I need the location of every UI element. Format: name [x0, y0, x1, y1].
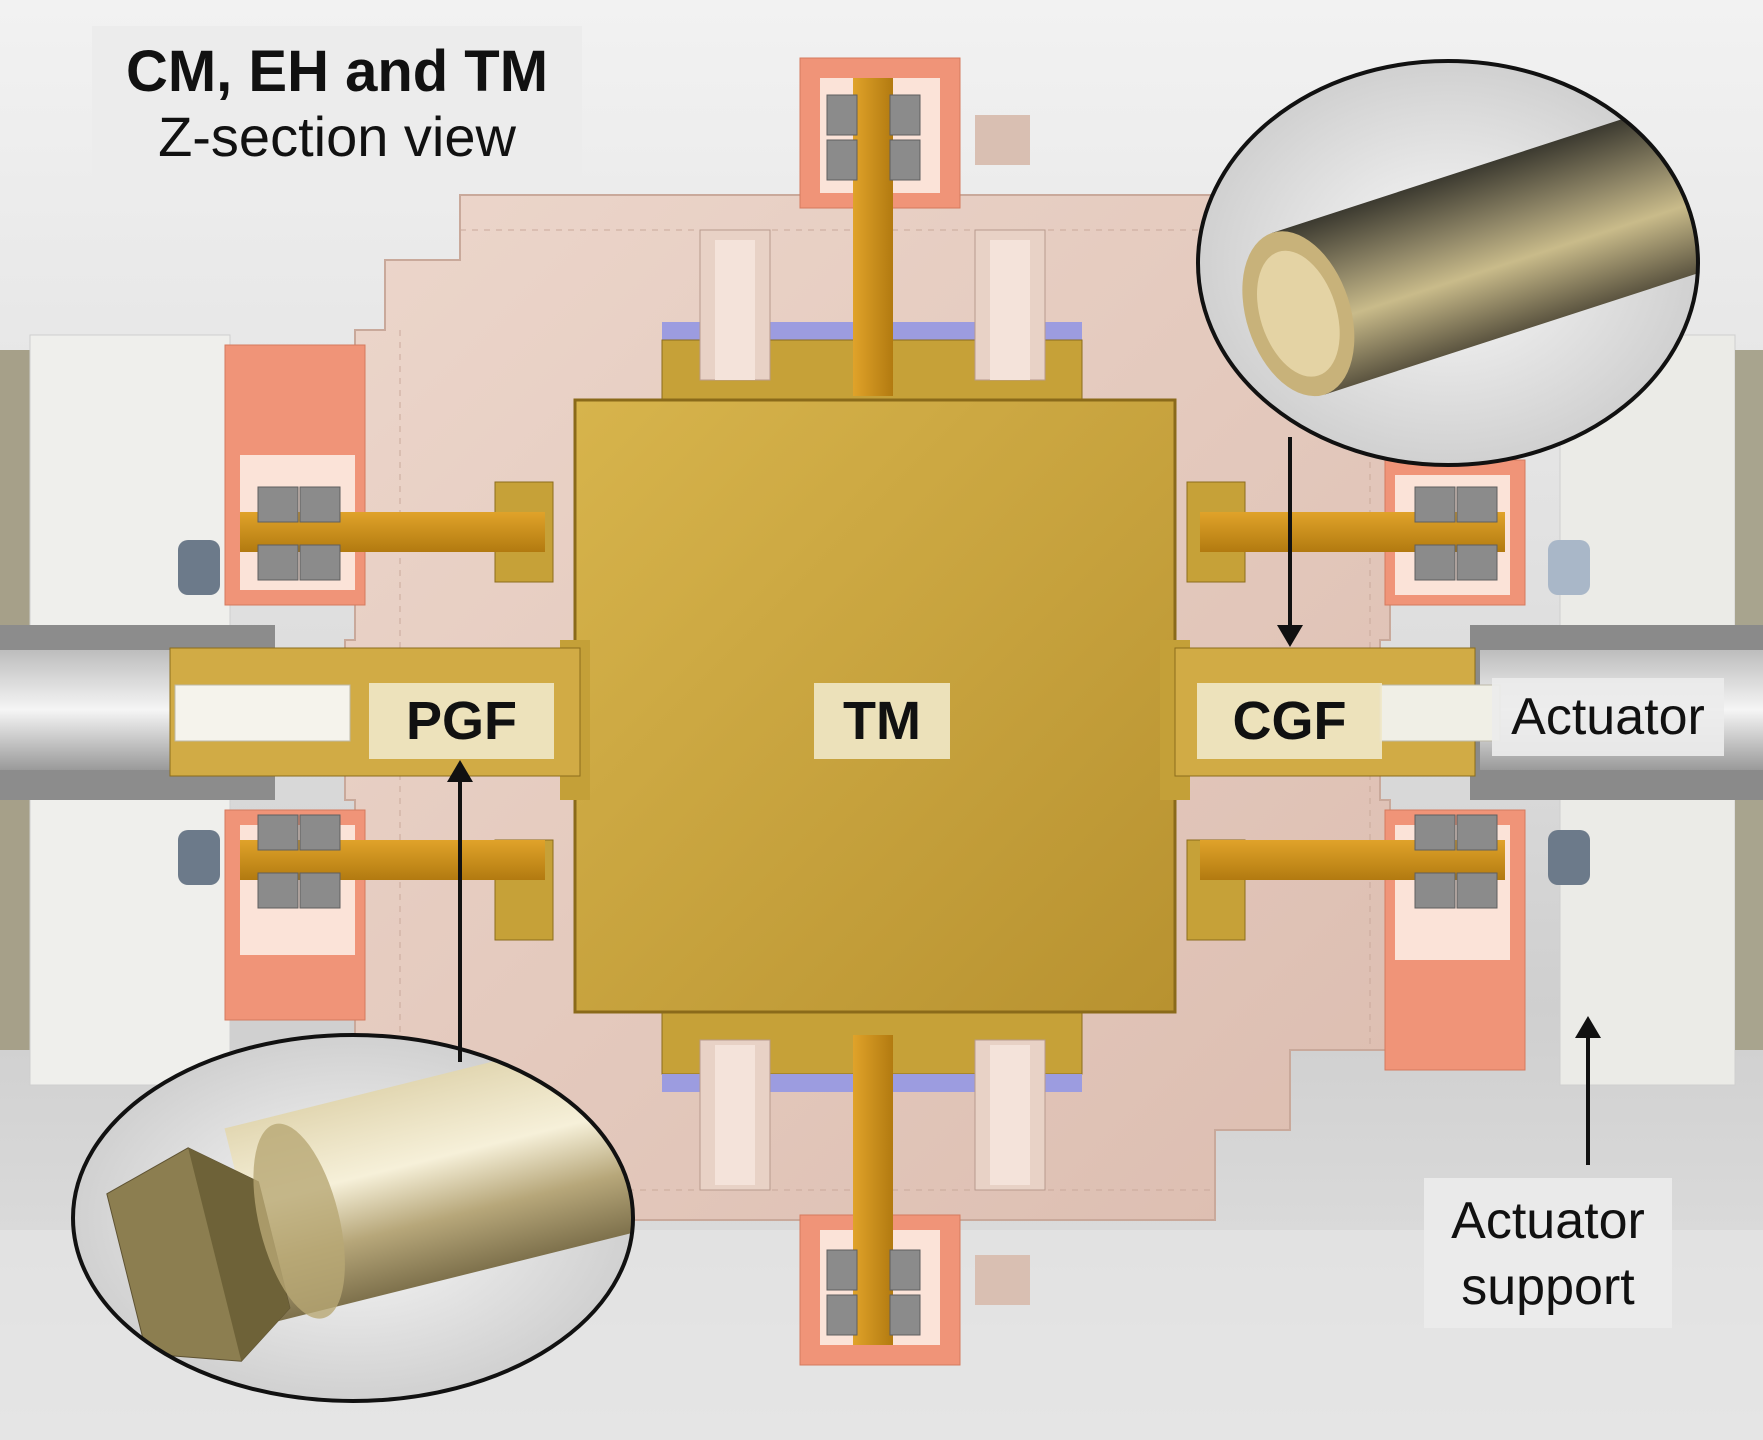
nuts — [257, 94, 1498, 1336]
label-actuator-support-line-2: support — [1461, 1258, 1635, 1316]
title-line-2: Z-section view — [158, 105, 516, 168]
pgf-zoom-bubble — [71, 1033, 635, 1403]
label-cgf: CGF — [1197, 683, 1382, 759]
vertical-rods — [853, 78, 893, 1345]
support-screws — [178, 540, 1590, 885]
title-line-1: CM, EH and TM — [125, 39, 549, 104]
cgf-zoom-bubble — [1196, 59, 1700, 467]
label-actuator: Actuator — [1492, 678, 1724, 756]
arrows — [447, 437, 1601, 1165]
label-actuator-support: Actuator support — [1424, 1178, 1672, 1328]
title-box: CM, EH and TM Z-section view — [92, 26, 582, 190]
label-actuator-support-line-1: Actuator — [1451, 1192, 1645, 1250]
label-tm: TM — [814, 683, 950, 759]
label-pgf: PGF — [369, 683, 554, 759]
